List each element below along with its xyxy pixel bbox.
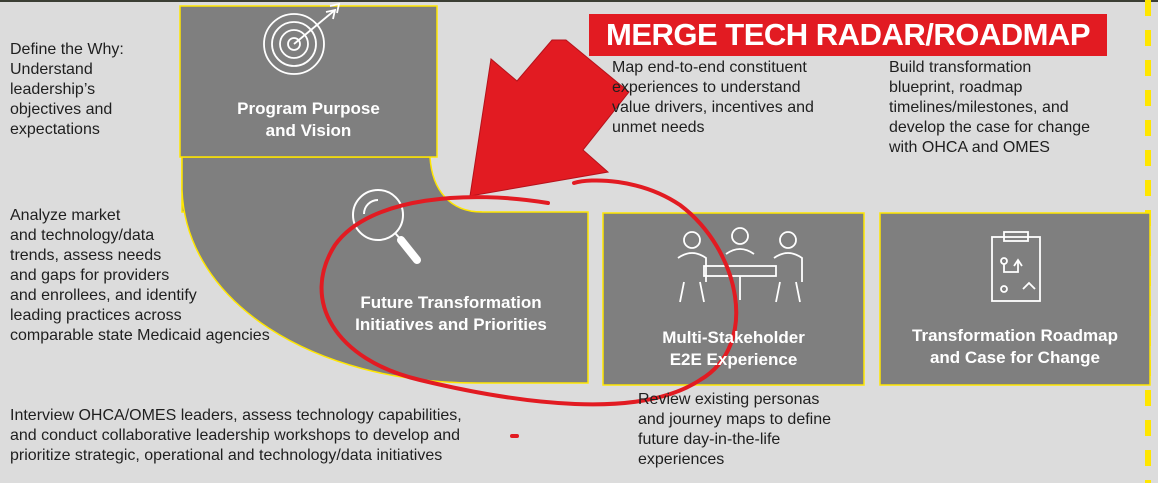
step-4-description: Build transformation blueprint, roadmap … — [889, 59, 1091, 156]
step-3-title: Multi-Stakeholder E2E Experience — [662, 328, 805, 369]
clipboard-plan-icon — [991, 231, 1041, 302]
step-2-title: Future Transformation Initiatives and Pr… — [355, 293, 547, 334]
target-icon — [263, 2, 341, 75]
step-2-description: Analyze market and technology/data trend… — [10, 207, 270, 344]
step-1-description: Define the Why: Understand leadership’s … — [10, 41, 124, 138]
step-4-title: Transformation Roadmap and Case for Chan… — [912, 326, 1118, 367]
meeting-icon — [677, 227, 803, 303]
step-3-description-2: Review existing personas and journey map… — [638, 391, 832, 468]
step-1-title: Program Purpose and Vision — [237, 99, 380, 140]
merge-banner: MERGE TECH RADAR/ROADMAP — [589, 14, 1107, 56]
step-2-description-2: Interview OHCA/OMES leaders, assess tech… — [10, 407, 462, 464]
magnifier-icon — [352, 189, 421, 264]
step-3-description: Map end-to-end constituent experiences t… — [612, 59, 814, 136]
red-loop-annotation — [319, 178, 739, 407]
